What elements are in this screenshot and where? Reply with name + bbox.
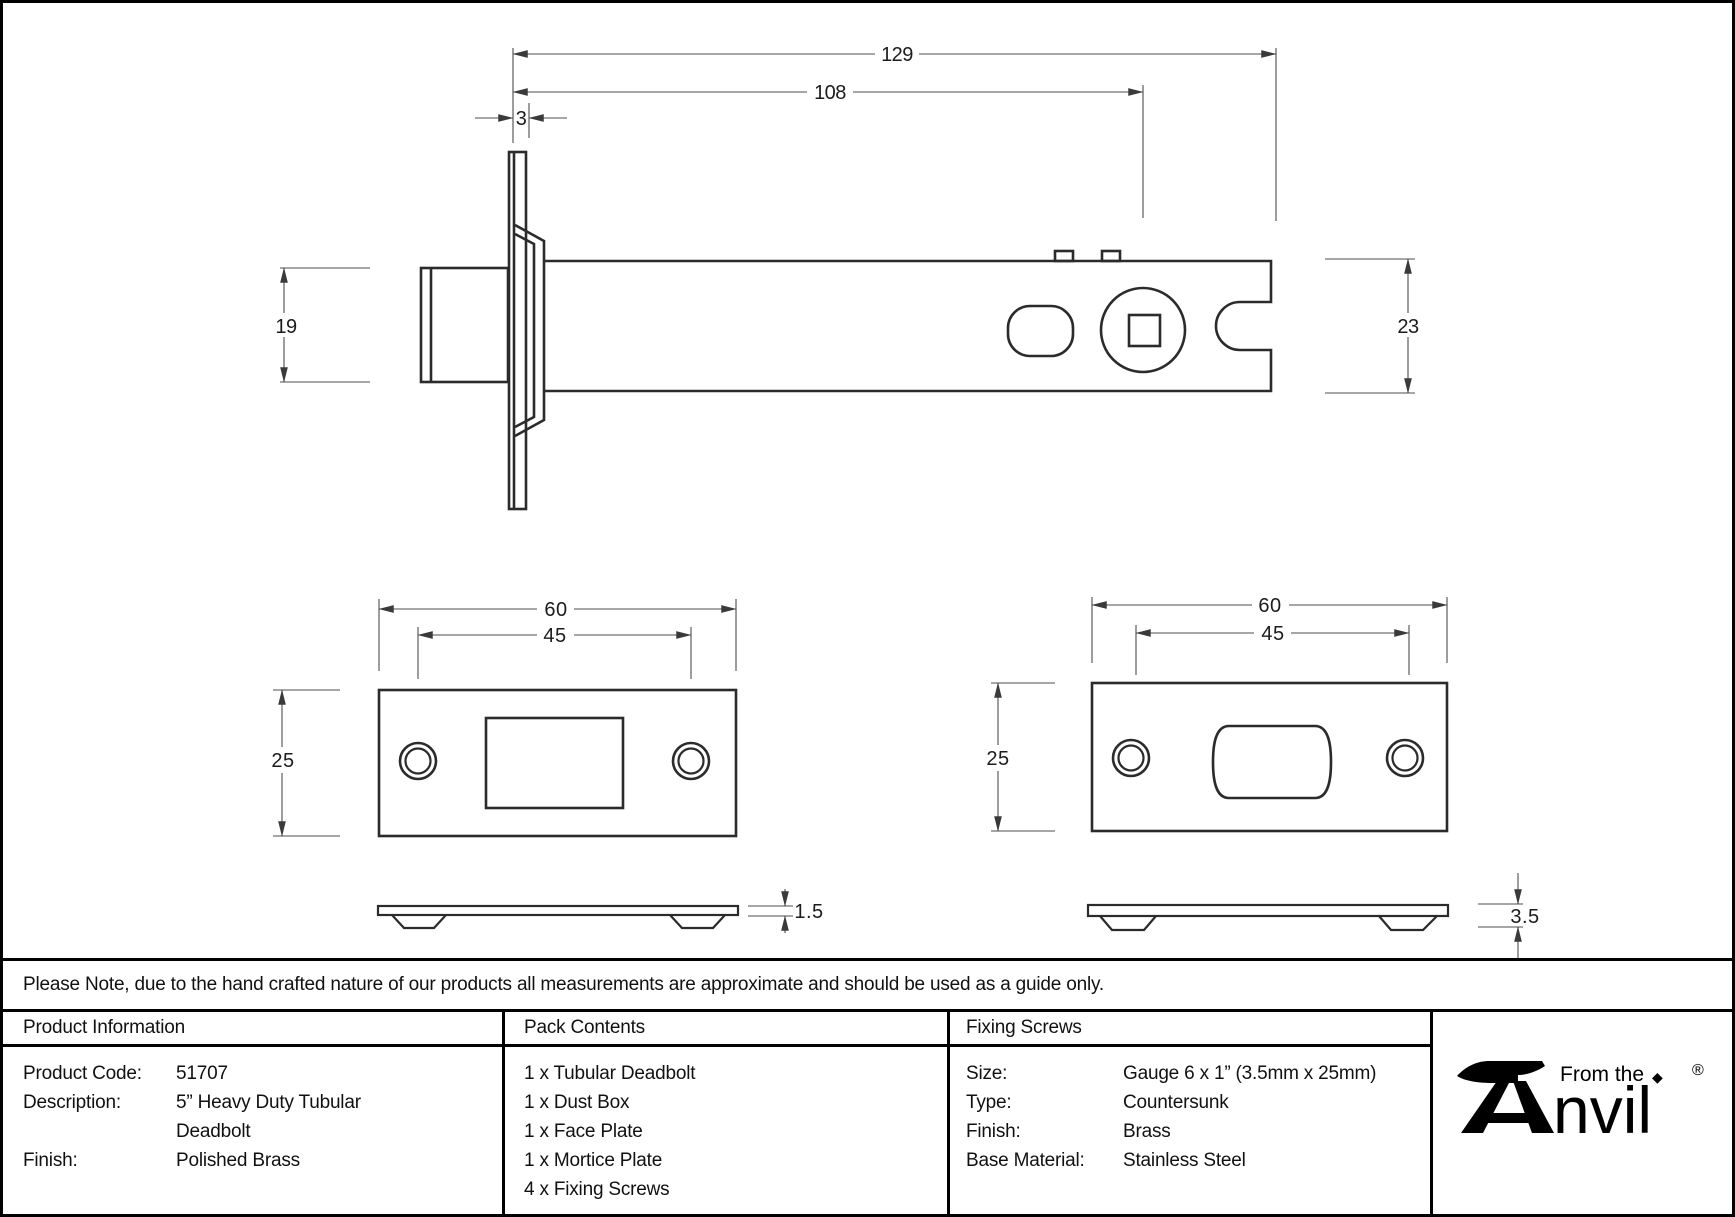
- dimension-lines: [278, 50, 1522, 959]
- fs-value: Brass: [1123, 1121, 1171, 1142]
- fs-label: Type:: [966, 1092, 1012, 1113]
- pack-contents-header: Pack Contents: [505, 1012, 947, 1047]
- face-plate-side-view: [1086, 903, 1450, 932]
- dim-face-holes: 45: [1261, 623, 1284, 645]
- dim-mortice-height: 25: [271, 750, 294, 772]
- face-lug-1: [1099, 915, 1157, 932]
- face-screw-hole-right-outer: [1385, 738, 1425, 778]
- dim-mortice-width: 60: [544, 599, 567, 621]
- dim-face-height: 25: [986, 748, 1009, 770]
- brand-logo-cell: From the ◆ nvil ®: [1433, 1012, 1732, 1214]
- face-screw-hole-left-outer: [1111, 738, 1151, 778]
- product-information-body: Product Code: 51707 Description: 5” Heav…: [3, 1047, 502, 1175]
- pack-item: 1 x Dust Box: [524, 1092, 630, 1113]
- pack-contents-cell: Pack Contents 1 x Tubular Deadbolt 1 x D…: [505, 1012, 950, 1214]
- dim-backset: 108: [814, 82, 846, 104]
- mortice-screw-hole-right-outer: [671, 741, 711, 781]
- fs-label: Size:: [966, 1063, 1008, 1084]
- case-tab-2: [1100, 249, 1122, 263]
- pack-contents-body: 1 x Tubular Deadbolt 1 x Dust Box 1 x Fa…: [505, 1047, 947, 1204]
- pi-label: Finish:: [23, 1150, 78, 1171]
- fixing-screws-header: Fixing Screws: [950, 1012, 1430, 1047]
- pack-item: 1 x Mortice Plate: [524, 1150, 663, 1171]
- mortice-lug-1: [391, 914, 447, 930]
- pi-label: Description:: [23, 1092, 121, 1113]
- face-plate-section: [1086, 903, 1450, 918]
- fs-value: Countersunk: [1123, 1092, 1229, 1113]
- brand-name: nvil: [1553, 1073, 1652, 1147]
- dim-label-backgrounds: [266, 45, 1547, 925]
- spindle-square: [1127, 313, 1162, 348]
- note-text: Please Note, due to the hand crafted nat…: [23, 974, 1104, 995]
- pi-value: 51707: [176, 1063, 228, 1084]
- face-screw-hole-right-inner: [1391, 744, 1419, 772]
- pack-item: 1 x Tubular Deadbolt: [524, 1063, 696, 1084]
- mortice-plate-section: [376, 904, 740, 917]
- pi-label: Product Code:: [23, 1063, 142, 1084]
- fs-value: Gauge 6 x 1” (3.5mm x 25mm): [1123, 1063, 1377, 1084]
- fs-label: Finish:: [966, 1121, 1021, 1142]
- plate-boss-outer: [514, 223, 546, 438]
- plate-boss-inner: [514, 232, 536, 429]
- bolt-outline: [419, 266, 510, 384]
- mortice-plate-front-view: [377, 688, 738, 838]
- note-row: Please Note, due to the hand crafted nat…: [3, 958, 1732, 1012]
- product-information-cell: Product Information Product Code: 51707 …: [3, 1012, 505, 1214]
- face-screw-hole-left-inner: [1117, 744, 1145, 772]
- dim-mortice-thickness: 1.5: [794, 901, 823, 923]
- bolt-face: [1211, 724, 1333, 800]
- diamond-icon: ◆: [1652, 1069, 1663, 1085]
- fs-value: Stainless Steel: [1123, 1150, 1246, 1171]
- oval-hole: [1006, 304, 1075, 358]
- face-lug-2: [1378, 915, 1438, 932]
- from-the-anvil-logo: From the ◆ nvil ®: [1457, 1060, 1704, 1147]
- product-information-header-label: Product Information: [23, 1017, 186, 1038]
- extension-lines: [273, 48, 1523, 928]
- mortice-screw-hole-right-inner: [677, 747, 705, 775]
- anvil-icon: [1457, 1060, 1554, 1133]
- mortice-aperture: [484, 716, 625, 810]
- spindle-circle: [1099, 286, 1187, 374]
- dim-faceplate-lip: 3: [516, 108, 527, 130]
- case-tab-1: [1053, 249, 1075, 263]
- mortice-lug-2: [669, 914, 726, 930]
- dim-face-thickness: 3.5: [1510, 906, 1539, 928]
- face-plate-front-view: [1090, 681, 1449, 833]
- dim-mortice-holes: 45: [543, 625, 566, 647]
- deadbolt-side-view: [419, 150, 1273, 511]
- pi-value: 5” Heavy Duty Tubular: [176, 1092, 361, 1113]
- mortice-plate-outline: [377, 688, 738, 838]
- mortice-screw-hole-left-inner: [404, 747, 432, 775]
- pack-contents-header-label: Pack Contents: [524, 1017, 645, 1038]
- dim-bolt-width: 19: [275, 316, 297, 338]
- fixing-screws-cell: Fixing Screws Size: Gauge 6 x 1” (3.5mm …: [950, 1012, 1433, 1214]
- dim-face-width: 60: [1258, 595, 1281, 617]
- dim-overall-length: 129: [881, 44, 913, 66]
- mortice-plate-side-view: [376, 904, 740, 930]
- technical-drawing: 129 108 3 19 23 60 45 25 60 45 25 1.5 3.…: [266, 44, 1547, 959]
- pi-label: [23, 1117, 176, 1146]
- pack-item: 1 x Face Plate: [524, 1121, 643, 1142]
- fs-label: Base Material:: [966, 1150, 1085, 1171]
- registered-mark: ®: [1692, 1062, 1704, 1079]
- product-information-header: Product Information: [3, 1012, 502, 1047]
- dimension-labels: 129 108 3 19 23 60 45 25 60 45 25 1.5 3.…: [271, 44, 1539, 928]
- dim-case-height: 23: [1397, 316, 1419, 338]
- mortice-screw-hole-left-outer: [398, 741, 438, 781]
- faceplate-edge: [507, 150, 528, 511]
- pi-value: Polished Brass: [176, 1150, 300, 1171]
- pack-item: 4 x Fixing Screws: [524, 1179, 670, 1200]
- case-body: [544, 259, 1273, 393]
- pi-value: Deadbolt: [176, 1121, 251, 1142]
- face-plate-outline: [1090, 681, 1449, 833]
- brand-tagline: From the: [1560, 1063, 1644, 1086]
- fixing-screws-body: Size: Gauge 6 x 1” (3.5mm x 25mm) Type: …: [950, 1047, 1430, 1175]
- fixing-screws-header-label: Fixing Screws: [966, 1017, 1082, 1038]
